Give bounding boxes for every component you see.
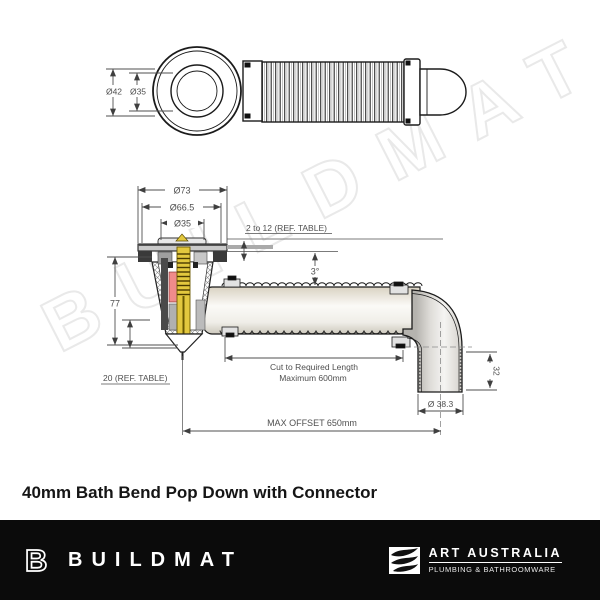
buildmat-logo: B BUILDMAT bbox=[22, 542, 243, 578]
product-title: 40mm Bath Bend Pop Down with Connector bbox=[22, 483, 378, 502]
art-australia-logo: ART AUSTRALIA PLUMBING & BATHROOMWARE bbox=[388, 546, 562, 574]
cut-length-label-1: Cut to Required Length bbox=[270, 362, 358, 372]
hose-nut bbox=[242, 60, 263, 122]
art-australia-name: ART AUSTRALIA bbox=[428, 546, 562, 560]
top-view-dimensions: Ø42 Ø35 bbox=[102, 68, 173, 117]
flange-face bbox=[152, 46, 242, 136]
dim-73-label: Ø73 bbox=[173, 186, 190, 196]
dim-42-label: Ø42 bbox=[106, 87, 122, 97]
dim-outlet-label: Ø 38.3 bbox=[428, 399, 454, 409]
dim-fall-label: 3° bbox=[311, 267, 320, 277]
spring bbox=[177, 253, 190, 296]
dim-20-label: 20 (REF. TABLE) bbox=[103, 373, 168, 383]
hose-collar bbox=[403, 58, 421, 126]
top-view-connector bbox=[152, 46, 467, 136]
cut-length-label-2: Maximum 600mm bbox=[279, 373, 347, 383]
art-australia-icon bbox=[388, 546, 420, 574]
dim-adjust-label: 2 to 12 (REF. TABLE) bbox=[246, 223, 327, 233]
elbow-bend bbox=[402, 289, 472, 435]
dim-35-top-label: Ø35 bbox=[130, 87, 146, 97]
footer-bar: B BUILDMAT ART AUSTRALIA PLUMBING & BATH… bbox=[0, 520, 600, 600]
dim-66-label: Ø66.5 bbox=[170, 203, 195, 213]
dim-77-label: 77 bbox=[110, 299, 120, 309]
buildmat-initial: B bbox=[25, 543, 47, 578]
art-australia-tagline: PLUMBING & BATHROOMWARE bbox=[428, 565, 556, 574]
corrugated-hose bbox=[261, 61, 405, 123]
dim-offset-label: MAX OFFSET 650mm bbox=[267, 418, 357, 428]
hose-end-cap bbox=[419, 68, 467, 116]
waste-body-section bbox=[137, 233, 228, 360]
dim-spigot-label: 32 bbox=[492, 366, 502, 376]
dim-35-section-label: Ø35 bbox=[174, 219, 191, 229]
technical-drawing: Ø42 Ø35 bbox=[101, 46, 502, 435]
art-australia-divider bbox=[428, 562, 562, 563]
buildmat-wordmark: BUILDMAT bbox=[68, 548, 243, 571]
sleeve-clips bbox=[221, 275, 411, 349]
buildmat-mark-icon: B bbox=[24, 542, 48, 578]
section-dimensions: Ø73 Ø66.5 Ø35 2 to 12 (REF. TABLE) 3 bbox=[101, 184, 502, 435]
